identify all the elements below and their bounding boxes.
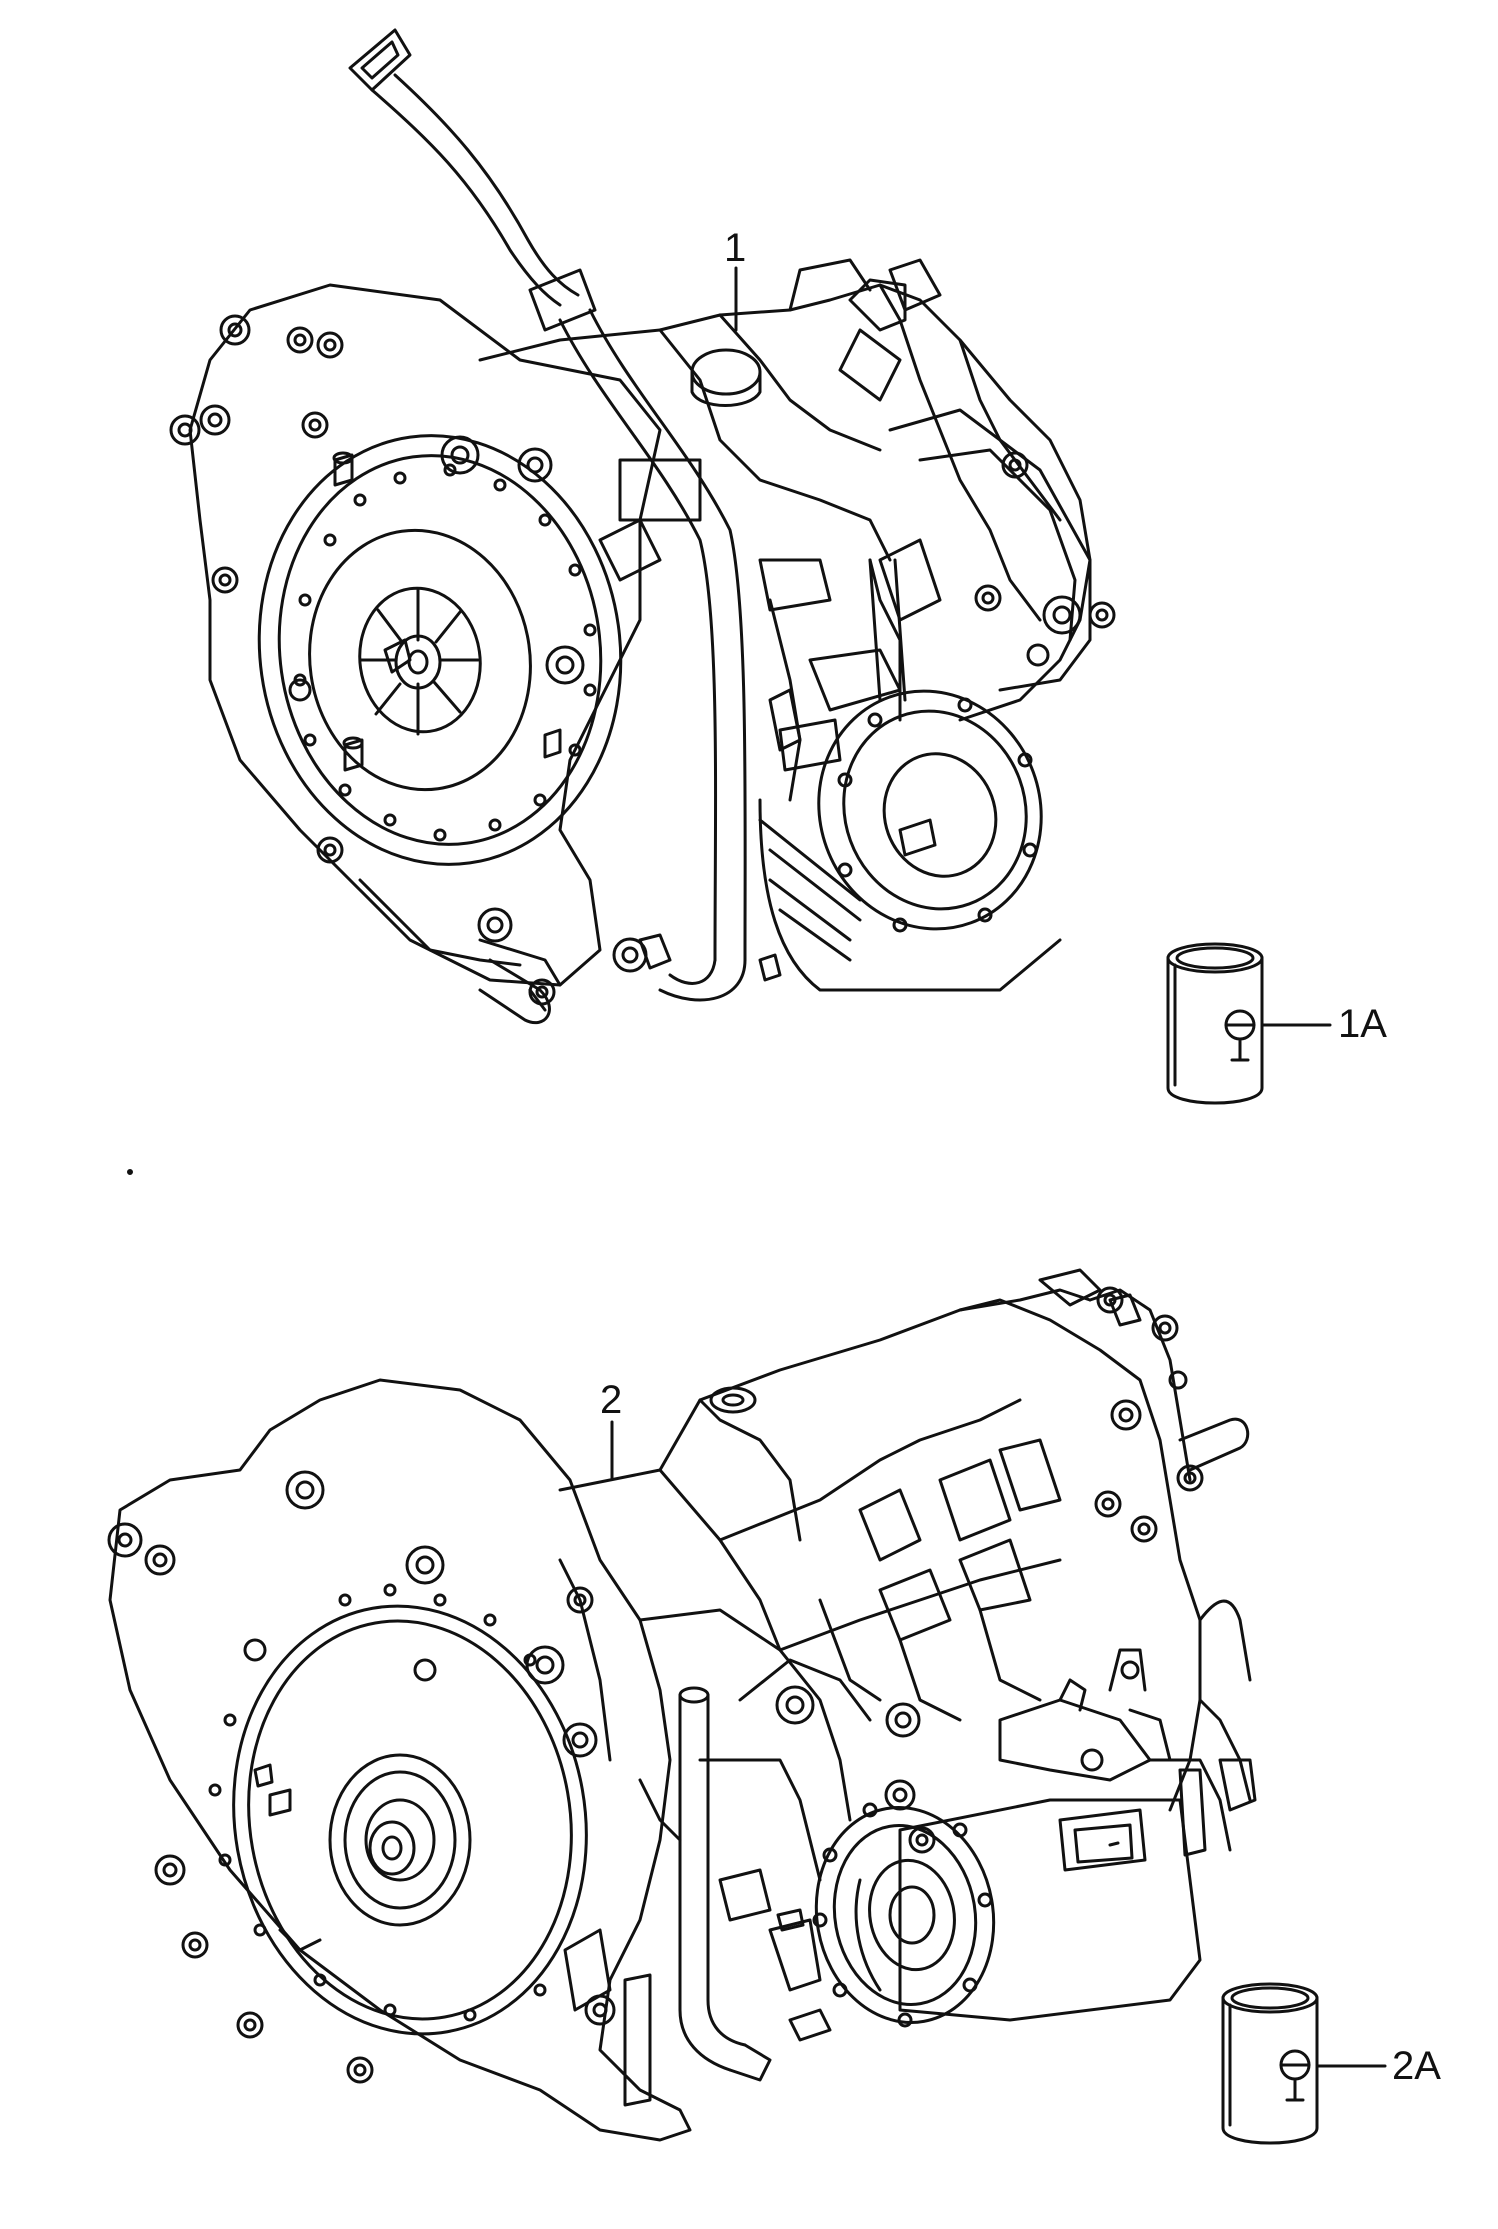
callout-label-1a: 1A bbox=[1338, 1002, 1387, 1046]
callout-label-2a: 2A bbox=[1392, 2044, 1441, 2088]
callout-label-1: 1 bbox=[724, 226, 747, 270]
transmission-1-drawing bbox=[169, 28, 1116, 1025]
oil-can-2a-drawing bbox=[1221, 1982, 1319, 2145]
transmission-2-drawing bbox=[107, 1268, 1257, 2142]
callout-label-2: 2 bbox=[600, 1378, 623, 1422]
oil-can-1a-drawing bbox=[1166, 942, 1264, 1105]
